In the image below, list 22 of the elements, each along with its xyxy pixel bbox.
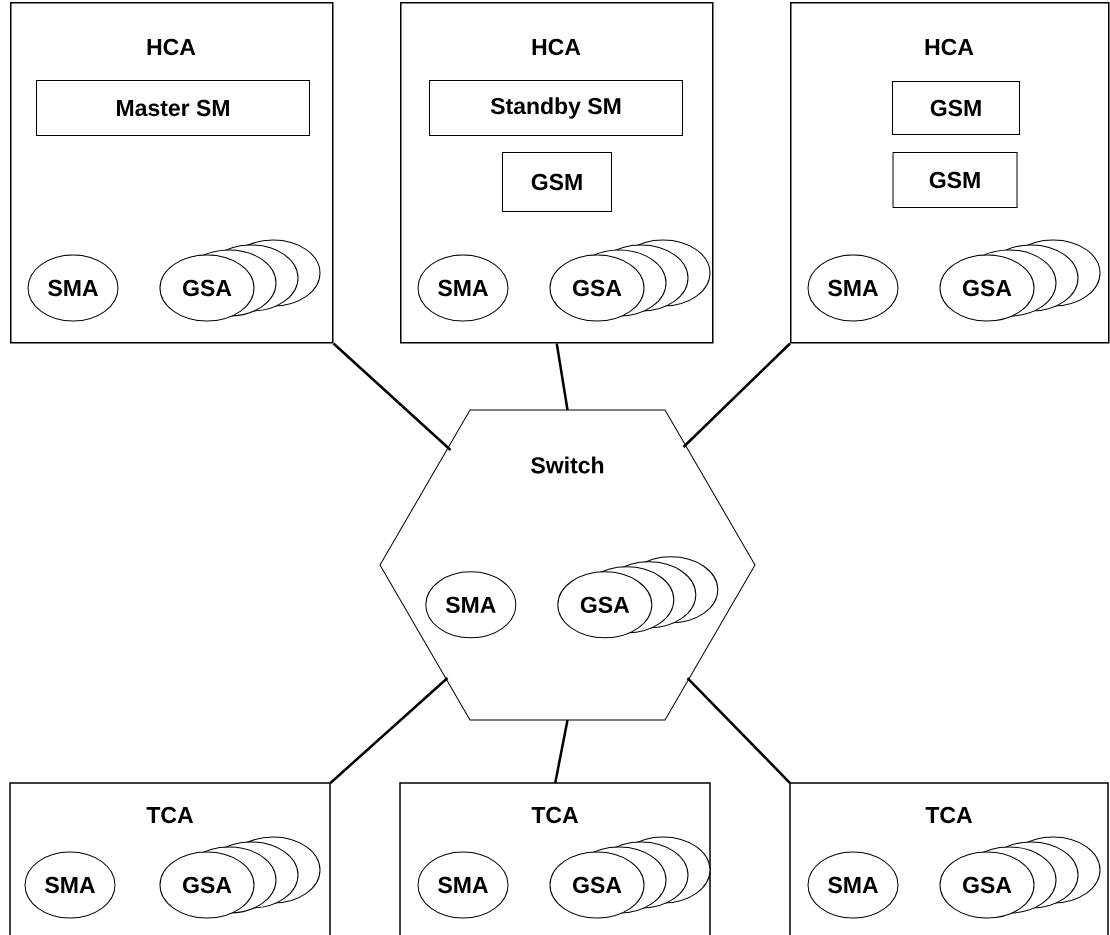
process-box: Standby SM <box>429 80 683 136</box>
stacked-ellipses: GSA <box>159 239 321 322</box>
process-box: Master SM <box>36 80 310 136</box>
process-box: GSM <box>502 152 612 212</box>
stacked-ellipses: GSA <box>557 556 719 639</box>
node-label: GSA <box>963 876 1012 894</box>
stacked-ellipses: GSA <box>939 836 1101 919</box>
connector-line <box>554 719 569 784</box>
connector-line <box>332 342 452 451</box>
process-box: GSM <box>892 81 1020 135</box>
stacked-ellipses: GSA <box>159 836 321 919</box>
node-label: GSA <box>580 596 630 613</box>
connector-line <box>686 677 791 784</box>
connector-line <box>329 677 449 784</box>
stacked-ellipses: GSA <box>939 239 1101 322</box>
connector-line <box>682 342 791 448</box>
stacked-ellipses: GSA <box>549 239 711 322</box>
node-label: GSA <box>573 876 622 894</box>
connector-line <box>555 343 569 411</box>
stacked-ellipses: GSA <box>549 836 711 919</box>
node-label: GSA <box>183 876 232 894</box>
process-box: GSM <box>892 152 1018 208</box>
